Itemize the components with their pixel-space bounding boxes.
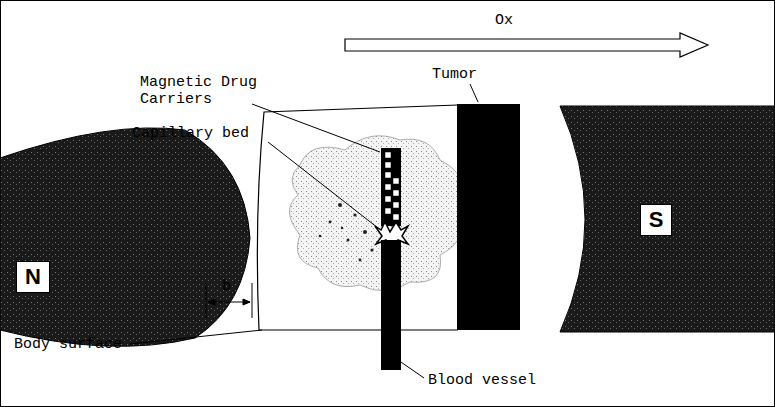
carriers-label: Magnetic Drug Carriers — [140, 74, 275, 108]
surface-label: Body surface — [14, 336, 122, 353]
dimension-label: b — [222, 278, 231, 295]
leaked-carriers — [319, 203, 374, 261]
south-pole: S — [640, 204, 672, 236]
capillary-bed — [289, 136, 463, 291]
leader-lines — [130, 84, 478, 378]
axis-arrow — [345, 33, 708, 57]
tumor-label: Tumor — [432, 66, 477, 83]
north-pole: N — [16, 261, 50, 293]
axis-label: Ox — [495, 12, 513, 29]
tumor — [457, 104, 520, 330]
north-magnet — [0, 128, 250, 346]
pole-letter: N — [25, 264, 41, 290]
south-magnet — [560, 106, 775, 332]
vessel-lower — [381, 240, 401, 370]
vessel-label: Blood vessel — [428, 372, 536, 389]
drug-carriers — [385, 152, 399, 220]
capillary-label: Capillary bed — [132, 125, 249, 142]
pole-letter: S — [649, 207, 664, 233]
vessel-upper — [381, 148, 401, 226]
